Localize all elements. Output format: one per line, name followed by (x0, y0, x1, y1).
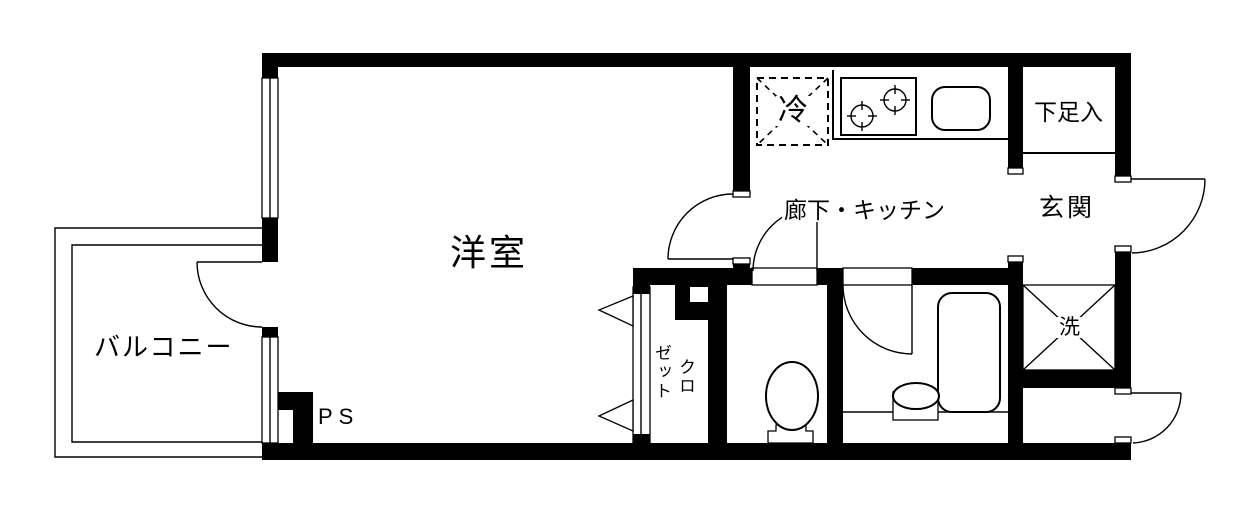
service-door-opening (1115, 388, 1131, 443)
wall-genkan-upper (1008, 67, 1023, 168)
passage-jamb-top (1007, 167, 1024, 175)
balcony-outer-line (54, 227, 262, 458)
wall-kitchen-upper (733, 67, 750, 191)
label-entrance: 玄関 (1039, 194, 1096, 222)
wall-right-middle (1115, 252, 1131, 388)
wall-right-upper (1115, 53, 1131, 176)
wall-left-mid (262, 218, 278, 262)
entrance-jamb-bottom (1114, 245, 1132, 253)
wall-toilet-bath (827, 285, 843, 443)
closet-duct (690, 287, 708, 302)
stove-burner-right (880, 85, 910, 115)
refrigerator-box (756, 77, 829, 146)
room-door-jamb-top (732, 190, 751, 198)
bathtub (937, 292, 1001, 413)
label-hallway-kitchen: 廊下・キッチン (782, 197, 947, 223)
label-refrigerator: 冷 (776, 94, 810, 127)
stove (840, 77, 917, 136)
wall-genkan-lower (1008, 262, 1023, 443)
label-shoe-storage: 下足入 (1034, 99, 1103, 125)
toilet-door-opening (751, 267, 818, 286)
entrance-door-opening (1115, 176, 1131, 252)
closet-bifold-door-upper (597, 295, 634, 328)
passage-jamb-bottom (1007, 255, 1024, 263)
bathroom-door (842, 284, 913, 355)
western-room-door (667, 193, 734, 260)
label-washer-space: 洗 (1057, 316, 1082, 339)
label-balcony: バルコニー (94, 332, 234, 362)
wall-band-closet (633, 268, 752, 285)
wall-top (262, 53, 1131, 67)
label-closet-column-right: クロ (676, 358, 695, 396)
bath-door-opening (842, 267, 913, 286)
service-jamb-bottom (1114, 436, 1132, 444)
kitchen-sink (931, 86, 991, 131)
hall-genkan-passage (1008, 168, 1023, 262)
stove-burner-left (847, 101, 877, 131)
service-door (1131, 392, 1182, 444)
room-door-jamb-bottom (732, 257, 751, 265)
toilet-bowl (765, 361, 819, 431)
room-door-opening (733, 197, 750, 258)
wall-band-toilet-bath (817, 268, 843, 285)
ps-pillar-notch (278, 410, 293, 443)
washbasin (892, 382, 940, 410)
label-pipe-space: PS (318, 404, 360, 429)
label-closet-column-left: ゼット (652, 344, 671, 401)
wall-band-bath-right (912, 268, 1008, 285)
wall-washer-lower (1023, 370, 1115, 388)
balcony-door-opening (262, 262, 278, 327)
entrance-jamb-top (1114, 175, 1132, 183)
wall-left-top (262, 53, 278, 78)
wall-left-between-door-window (262, 327, 278, 337)
closet-bifold-door-lower (597, 398, 634, 432)
balcony-door (196, 261, 263, 328)
label-western-room: 洋室 (450, 232, 529, 273)
closet-front-end-bottom (633, 434, 650, 443)
closet-front-end-top (633, 285, 650, 294)
service-jamb-top (1114, 387, 1132, 395)
kitchen-counter (832, 70, 1008, 140)
wall-bottom (262, 443, 1131, 460)
wall-closet-toilet (708, 285, 727, 443)
balcony-inner-line (71, 244, 262, 443)
entrance-door (1131, 178, 1206, 254)
